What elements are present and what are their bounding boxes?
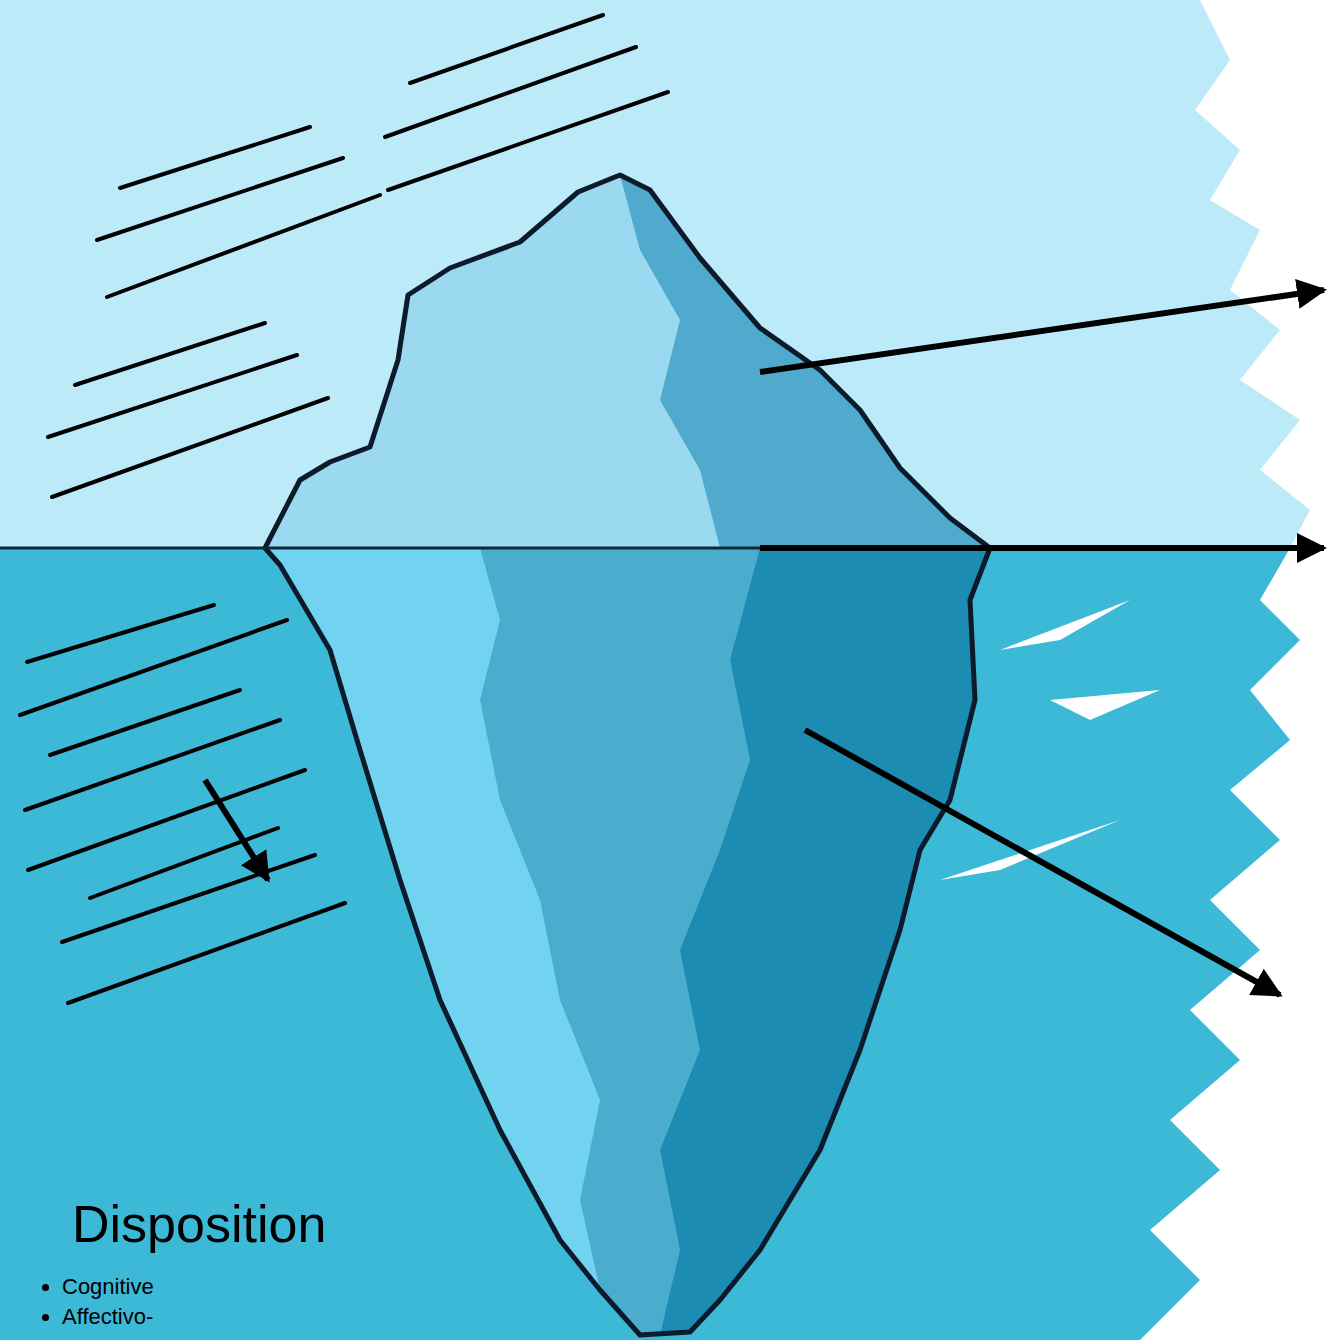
- leader-arrows: [205, 290, 1324, 995]
- iceberg-body-shade: [480, 548, 990, 1335]
- placeholder-lines: [20, 15, 668, 1003]
- iceberg-outline: [265, 175, 990, 1335]
- lower-water: [0, 548, 1300, 1340]
- iceberg-body-dark: [660, 548, 990, 1335]
- bullet-item: Cognitive: [62, 1272, 154, 1302]
- heading-label: Disposition: [72, 1196, 326, 1253]
- iceberg-tip: [265, 175, 990, 548]
- bullet-list: CognitiveAffectivo-: [22, 1272, 154, 1332]
- upper-water: [0, 0, 1310, 548]
- bullet-item: Affectivo-: [62, 1302, 154, 1332]
- iceberg-body: [265, 548, 990, 1335]
